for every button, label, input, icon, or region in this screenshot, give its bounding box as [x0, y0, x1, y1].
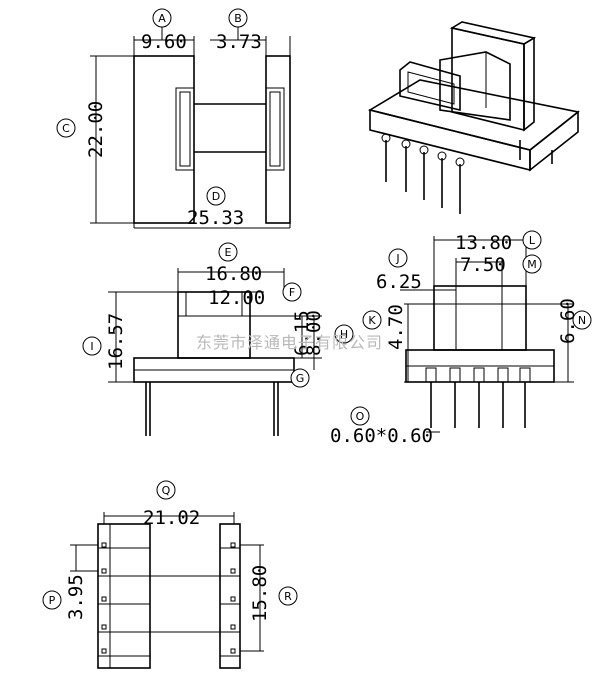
side-body — [433, 285, 527, 351]
label-r: R — [284, 590, 292, 603]
label-h-circle — [334, 324, 354, 344]
top-left-flange — [133, 55, 195, 224]
dim-j-value: 6.25 — [376, 271, 422, 293]
side-view: 13.80 L 7.50 M 6.25 J 4.70 K 6.60 N 0.60… — [330, 230, 592, 447]
label-n-circle — [572, 310, 592, 330]
label-g-circle — [290, 368, 310, 388]
top-right-slot — [265, 87, 285, 171]
dim-f-value: 12.00 — [208, 287, 265, 309]
label-o-circle — [350, 406, 370, 426]
dim-e-value: 16.80 — [205, 263, 262, 285]
isometric-view — [367, 21, 580, 214]
label-j: J — [395, 252, 399, 265]
dim-b-value: 3.73 — [216, 31, 262, 53]
dim-m-value: 7.50 — [460, 254, 506, 276]
label-c-circle — [56, 118, 76, 138]
label-f: F — [289, 286, 295, 299]
label-h: H — [340, 328, 348, 341]
front-view: 16.80 E 12.00 F G 6.15 8.00 H 16.57 I — [82, 242, 354, 436]
dim-q-value: 21.02 — [143, 507, 200, 529]
watermark: 东莞市泽通电子有限公司 — [196, 333, 383, 352]
label-b: B — [234, 12, 242, 25]
label-l-circle — [522, 230, 542, 250]
label-o: O — [356, 410, 365, 423]
label-p: P — [49, 594, 56, 607]
label-m: M — [527, 258, 537, 271]
dim-a-value: 9.60 — [141, 31, 187, 53]
label-n: N — [578, 314, 586, 327]
label-k-circle — [362, 310, 382, 330]
dim-c-value: 22.00 — [85, 101, 107, 158]
label-d: D — [212, 190, 220, 203]
label-q: Q — [162, 484, 171, 497]
bottom-right-comb — [219, 523, 241, 669]
label-f-circle — [282, 282, 302, 302]
label-d-circle — [206, 186, 226, 206]
label-i-circle — [82, 336, 102, 356]
dim-r-value: 15.80 — [249, 565, 271, 622]
label-j-circle — [388, 248, 408, 268]
dim-n-value: 6.60 — [557, 298, 579, 344]
bottom-view: 21.02 Q 3.95 P 15.80 R — [42, 480, 298, 669]
dim-h2-value: 8.00 — [303, 310, 325, 356]
label-i: I — [90, 340, 93, 353]
label-g: G — [296, 372, 305, 385]
label-m-circle — [522, 254, 542, 274]
dim-i-value: 16.57 — [105, 313, 127, 370]
label-k: K — [368, 314, 376, 327]
label-e: E — [225, 246, 232, 259]
label-l: L — [529, 234, 536, 247]
top-left-slot — [175, 87, 195, 171]
top-view: 9.60 A 3.73 B 22.00 C 25.33 D — [56, 8, 291, 229]
label-a: A — [158, 12, 166, 25]
dim-l-value: 13.80 — [455, 232, 512, 254]
label-p-circle — [42, 590, 62, 610]
dim-h1-value: 6.15 — [291, 310, 313, 356]
dim-d-value: 25.33 — [187, 207, 244, 229]
dim-p-value: 3.95 — [65, 574, 87, 620]
label-q-circle — [156, 480, 176, 500]
label-c: C — [62, 122, 70, 135]
dim-k-value: 4.70 — [385, 304, 407, 350]
label-r-circle — [278, 586, 298, 606]
label-e-circle — [218, 242, 238, 262]
bottom-left-comb — [97, 523, 151, 669]
dim-o-value: 0.60*0.60 — [330, 425, 433, 447]
